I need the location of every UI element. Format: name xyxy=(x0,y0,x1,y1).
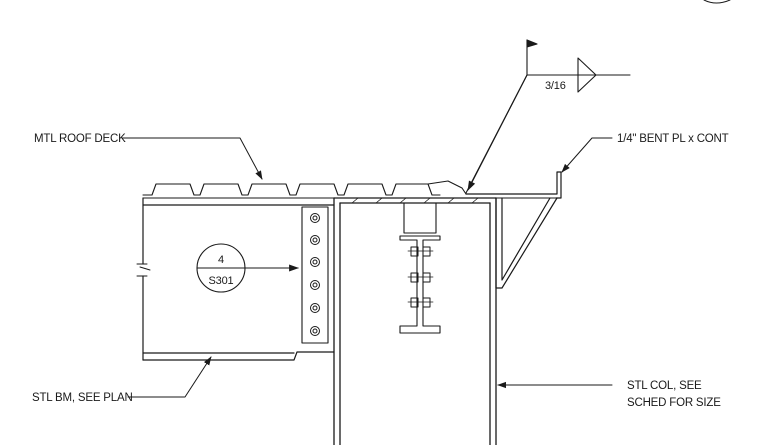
shear-tab-plate xyxy=(301,206,329,344)
section-sheet: S301 xyxy=(209,275,234,287)
section-callout xyxy=(196,243,299,293)
weld-size-label: 3/16 xyxy=(545,80,566,92)
steel-column xyxy=(333,197,497,445)
sheet-corner-arc xyxy=(703,0,731,4)
joist-bolts xyxy=(407,246,434,308)
joist-bearing-section xyxy=(399,202,441,334)
metal-roof-deck xyxy=(142,180,557,199)
bent-plate-leader xyxy=(561,137,613,173)
bent-plate-label: 1/4" BENT PL x CONT xyxy=(617,133,729,145)
column-label-line1: STL COL, SEE xyxy=(627,380,702,392)
weld-symbol xyxy=(465,39,631,194)
weld-arrow-line xyxy=(467,74,528,191)
roof-deck-label: MTL ROOF DECK xyxy=(34,133,126,145)
column-label-line2: SCHED FOR SIZE xyxy=(627,397,721,409)
beam-label: STL BM, SEE PLAN xyxy=(32,392,133,404)
bent-plate xyxy=(465,171,562,289)
roof-deck-leader xyxy=(121,137,263,180)
section-number: 4 xyxy=(218,254,224,266)
beam-leader xyxy=(127,356,212,398)
steel-beam xyxy=(136,197,335,361)
plate-bolts xyxy=(310,213,320,336)
